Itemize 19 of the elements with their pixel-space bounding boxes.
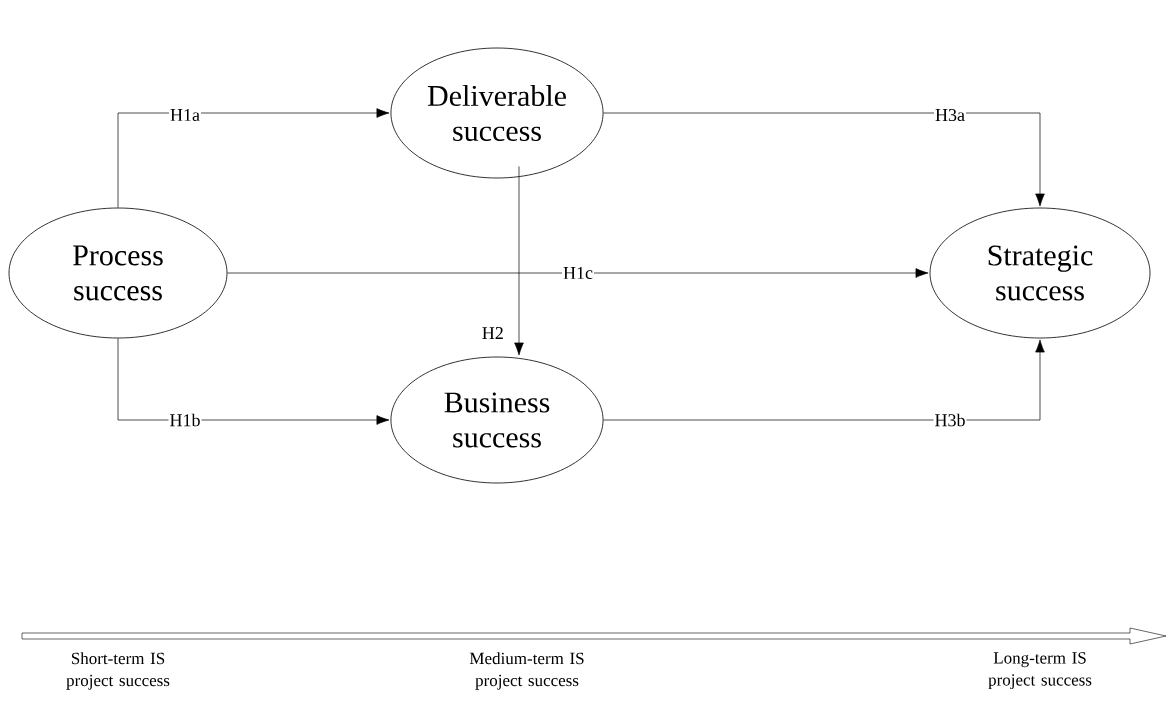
ellipse-node: Process success: [8, 207, 228, 339]
edge-label: H1a: [169, 107, 201, 123]
ellipse-node: Business success: [390, 356, 604, 484]
timeline-label: Medium-term IS project success: [469, 652, 584, 690]
arrow: [603, 339, 1045, 421]
timeline-label: Long-term IS project success: [988, 652, 1092, 690]
arrow: [117, 338, 390, 425]
edge-label: H3b: [933, 412, 967, 428]
edge-label: H1b: [168, 412, 202, 428]
arrow: [227, 268, 929, 278]
ellipse-node: Strategic success: [929, 207, 1151, 339]
edge-label: H1c: [562, 266, 594, 281]
arrow: [603, 112, 1045, 207]
arrow: [514, 166, 524, 356]
ellipse-node: Deliverable success: [390, 47, 604, 179]
edge-label: H2: [480, 326, 505, 340]
timeline-label: Short-term IS project success: [66, 652, 170, 690]
arrow: [117, 108, 390, 208]
edge-label: H3a: [934, 107, 966, 123]
